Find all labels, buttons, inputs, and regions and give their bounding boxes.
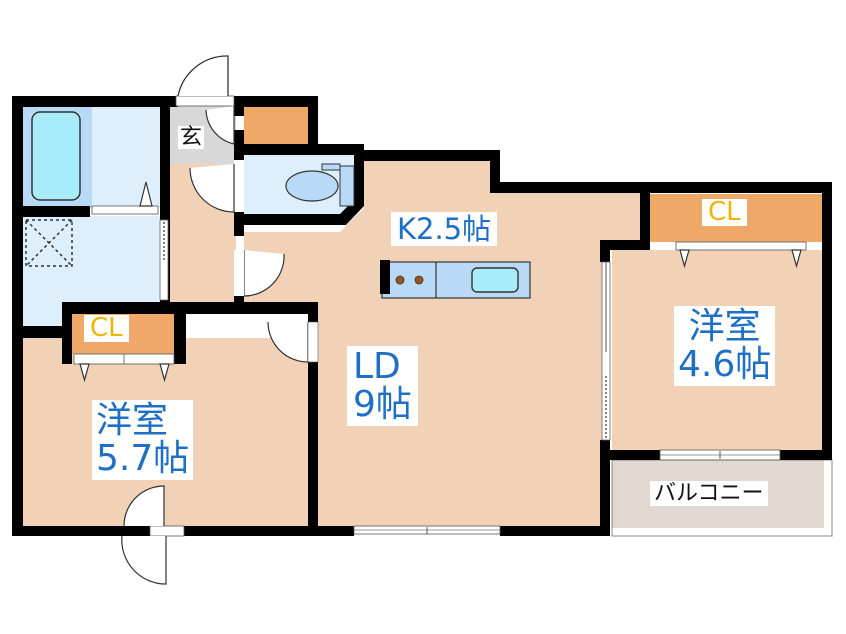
bathtub	[31, 111, 81, 201]
left-room-door	[267, 321, 309, 363]
kitchen-sink	[471, 267, 519, 293]
right-closet-label: CL	[702, 198, 747, 227]
hallway-door	[189, 164, 235, 213]
living-dining-label: LD 9帖	[347, 346, 418, 426]
entrance-label: 玄	[178, 125, 205, 150]
living-dining-size: 9帖	[353, 383, 412, 425]
bathroom-wash-area	[92, 106, 160, 208]
right-western-room-type: 洋室	[688, 306, 761, 347]
right-closet-doors	[675, 241, 807, 251]
kitchen-label: K2.5帖	[391, 212, 498, 247]
ldk-floor	[244, 160, 640, 526]
front-door-icon[interactable]	[177, 55, 229, 97]
washroom-floor-lower	[22, 300, 64, 330]
right-western-room-size: 4.6帖	[678, 343, 772, 385]
shoe-closet-door	[205, 106, 235, 145]
washing-machine-icon	[25, 219, 73, 267]
left-western-room-label: 洋室 5.7帖	[92, 400, 194, 480]
balcony-label: バルコニー	[650, 481, 768, 507]
right-western-room-label: 洋室 4.6帖	[674, 306, 776, 386]
living-dining-type: LD	[353, 346, 401, 387]
left-western-room-size: 5.7帖	[96, 437, 190, 479]
left-room-exterior-door-icon[interactable]	[123, 485, 165, 527]
left-western-room-type: 洋室	[96, 400, 169, 441]
left-closet-label: CL	[84, 314, 129, 343]
stove-burner-icon	[414, 275, 424, 285]
toilet-tank	[339, 165, 355, 207]
kitchen-counter	[380, 260, 531, 299]
stove-burner-icon	[395, 275, 405, 285]
toilet-door	[234, 160, 244, 212]
left-room-exterior-door-frame	[149, 525, 185, 537]
toilet-bowl	[285, 170, 339, 202]
shoe-closet	[244, 106, 308, 144]
bath-door-marker	[139, 181, 153, 207]
ld-door	[243, 250, 285, 297]
walls	[12, 96, 832, 536]
bath-door-sill	[91, 205, 159, 215]
front-door-frame	[175, 95, 235, 107]
